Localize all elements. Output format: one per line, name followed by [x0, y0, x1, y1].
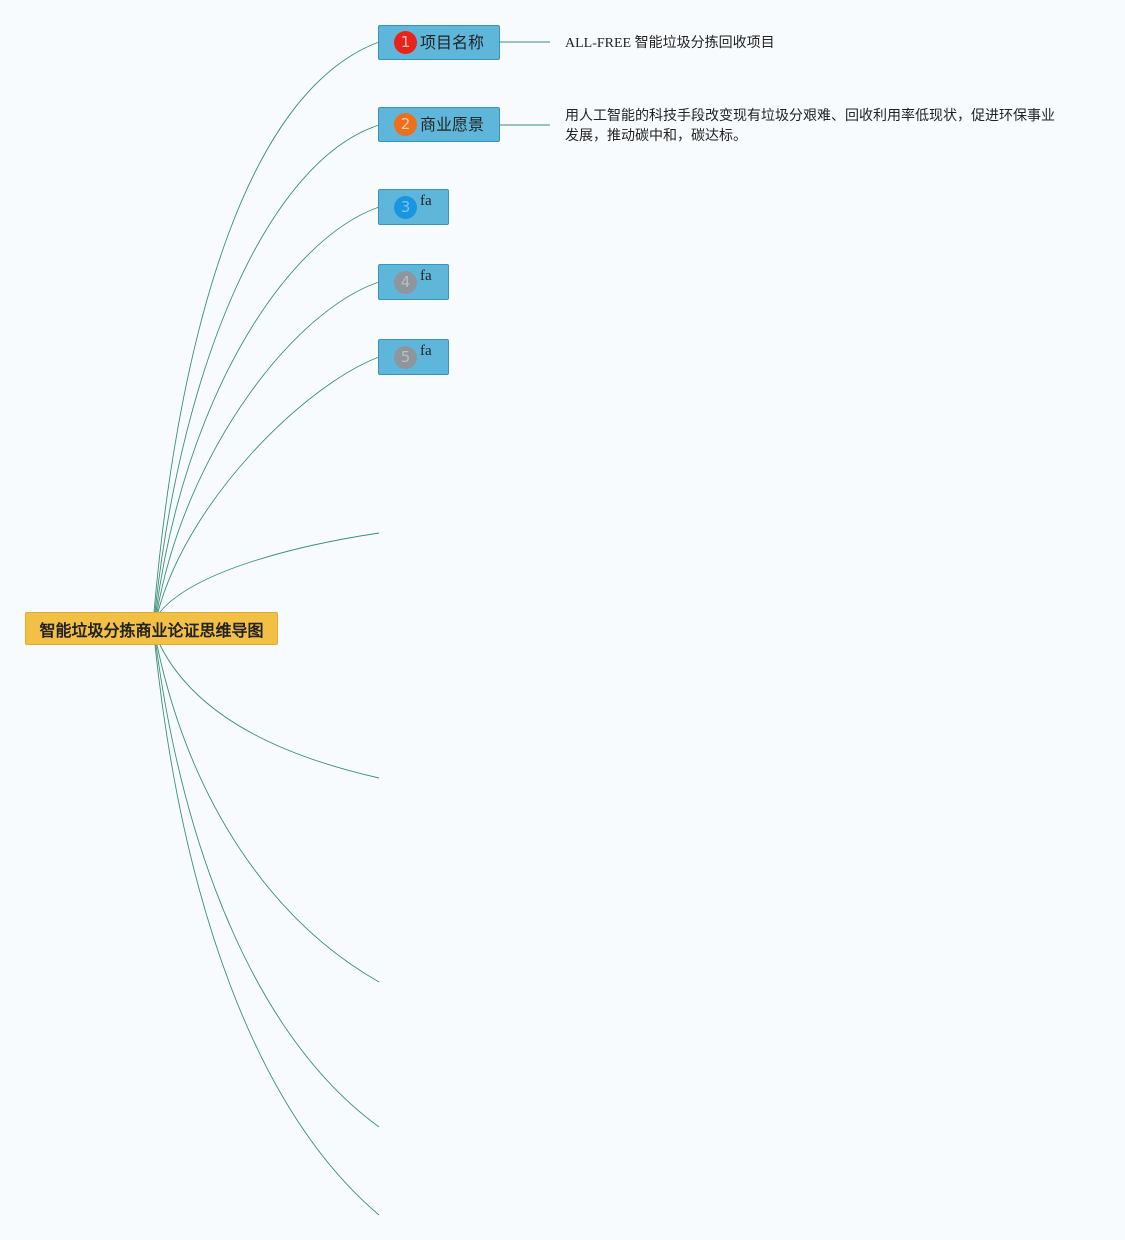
root-topic-node[interactable]: 智能垃圾分拣商业论证思维导图 [25, 612, 278, 645]
branch-node-1[interactable]: 1 项目名称 [378, 25, 500, 60]
project-name-note[interactable]: ALL-FREE 智能垃圾分拣回收项目 [565, 36, 775, 51]
connector-branch-3 [155, 206, 380, 613]
branch-label-3: fa [420, 193, 432, 209]
connector-empty-9 [155, 644, 380, 1128]
branch-label-4: fa [420, 268, 432, 284]
number-badge-1: 1 [394, 31, 417, 54]
connector-branch-1 [153, 41, 380, 613]
connector-branch-4 [156, 281, 380, 613]
branch-node-2[interactable]: 2 商业愿景 [378, 107, 500, 142]
connector-empty-7 [159, 644, 380, 779]
branch-node-4[interactable]: 4 fa [378, 264, 449, 300]
branch-label-2: 商业愿景 [420, 114, 485, 134]
business-vision-note[interactable]: 用人工智能的科技手段改变现有垃圾分艰难、回收利用率低现状，促进环保事业发展，推动… [565, 108, 1055, 144]
branch-label-1: 项目名称 [420, 32, 485, 52]
connector-branch-5 [157, 356, 380, 613]
connector-branch-2 [154, 124, 380, 613]
number-badge-5: 5 [394, 346, 417, 369]
number-badge-4: 4 [394, 271, 417, 294]
branch-node-5[interactable]: 5 fa [378, 339, 449, 375]
root-topic-label: 智能垃圾分拣商业论证思维导图 [39, 620, 264, 640]
connector-empty-8 [156, 644, 380, 983]
branch-node-3[interactable]: 3 fa [378, 189, 449, 225]
connector-empty-10 [154, 644, 380, 1216]
connector-empty-6 [159, 532, 380, 613]
number-badge-2: 2 [394, 113, 417, 136]
number-badge-3: 3 [394, 196, 417, 219]
branch-label-5: fa [420, 343, 432, 359]
